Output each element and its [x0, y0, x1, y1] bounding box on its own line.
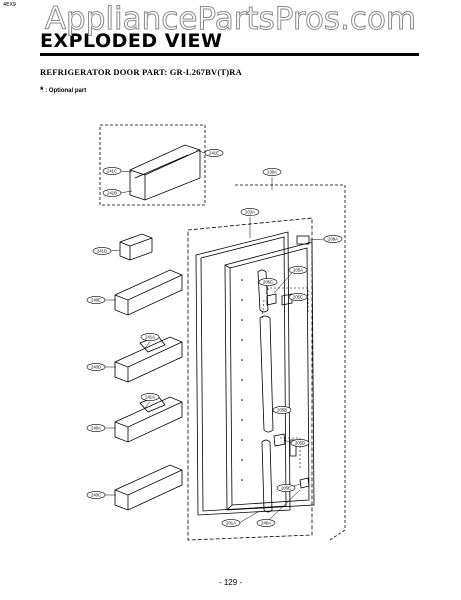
door-dashed-bracket [235, 184, 346, 541]
door-bin-241 [129, 144, 201, 201]
liner-holes [241, 279, 243, 481]
label-240a-b: 240A [261, 521, 271, 526]
label-241d: 241D [97, 249, 107, 254]
label-240a: 240A [91, 426, 101, 431]
shelf-bin-240a-2 [114, 395, 183, 443]
page-title: EXPLODED VIEW [40, 30, 223, 52]
label-241a-2: 241A [145, 395, 155, 400]
page-number: - 129 - [218, 578, 243, 587]
label-205b: 205B [277, 408, 287, 413]
shelf-bin-240a [114, 335, 183, 383]
hinge-bracket [296, 235, 310, 245]
shelf-bin-240d [114, 269, 183, 316]
label-203a: 203A [245, 210, 255, 215]
leader-lines [104, 149, 325, 524]
small-container-240e [119, 233, 153, 261]
part-label-texts: 241E 241C 241B 241D 240E 241A 240D 241A … [91, 151, 338, 526]
label-205e: 205E [281, 486, 291, 491]
title-rule [40, 53, 419, 56]
optional-marker: * [40, 85, 44, 95]
label-206c: 206C [263, 280, 273, 285]
door-handles [257, 269, 310, 513]
door-liner [224, 241, 315, 511]
label-201a: 201A [226, 521, 236, 526]
label-240c: 240C [91, 493, 101, 498]
label-241e: 241E [209, 151, 219, 156]
label-209a: 209A [328, 237, 338, 242]
shelf-bin-240c [114, 464, 183, 511]
optional-text: : Optional part [45, 88, 87, 94]
label-240e: 240E [91, 298, 101, 303]
door-frame-outline [187, 217, 313, 541]
group-box-241 [99, 124, 206, 206]
part-label-ellipses [86, 149, 343, 527]
watermark: AppliancePartsPros.com [44, 1, 417, 38]
label-230a: 230A [267, 170, 277, 175]
label-241a-1: 241A [145, 335, 155, 340]
gasket [195, 231, 291, 516]
label-240d: 240D [91, 365, 101, 370]
corner-tag: 4EX9 [3, 2, 16, 8]
label-205c: 205C [293, 295, 303, 300]
label-241c: 241C [107, 169, 117, 174]
page-subtitle: REFRIGERATOR DOOR PART: GR-L267BV(T)RA [40, 67, 242, 77]
optional-note: * : Optional part [40, 85, 86, 95]
label-205d: 205D [295, 441, 305, 446]
label-241b: 241B [107, 191, 117, 196]
label-205a: 205A [293, 268, 303, 273]
